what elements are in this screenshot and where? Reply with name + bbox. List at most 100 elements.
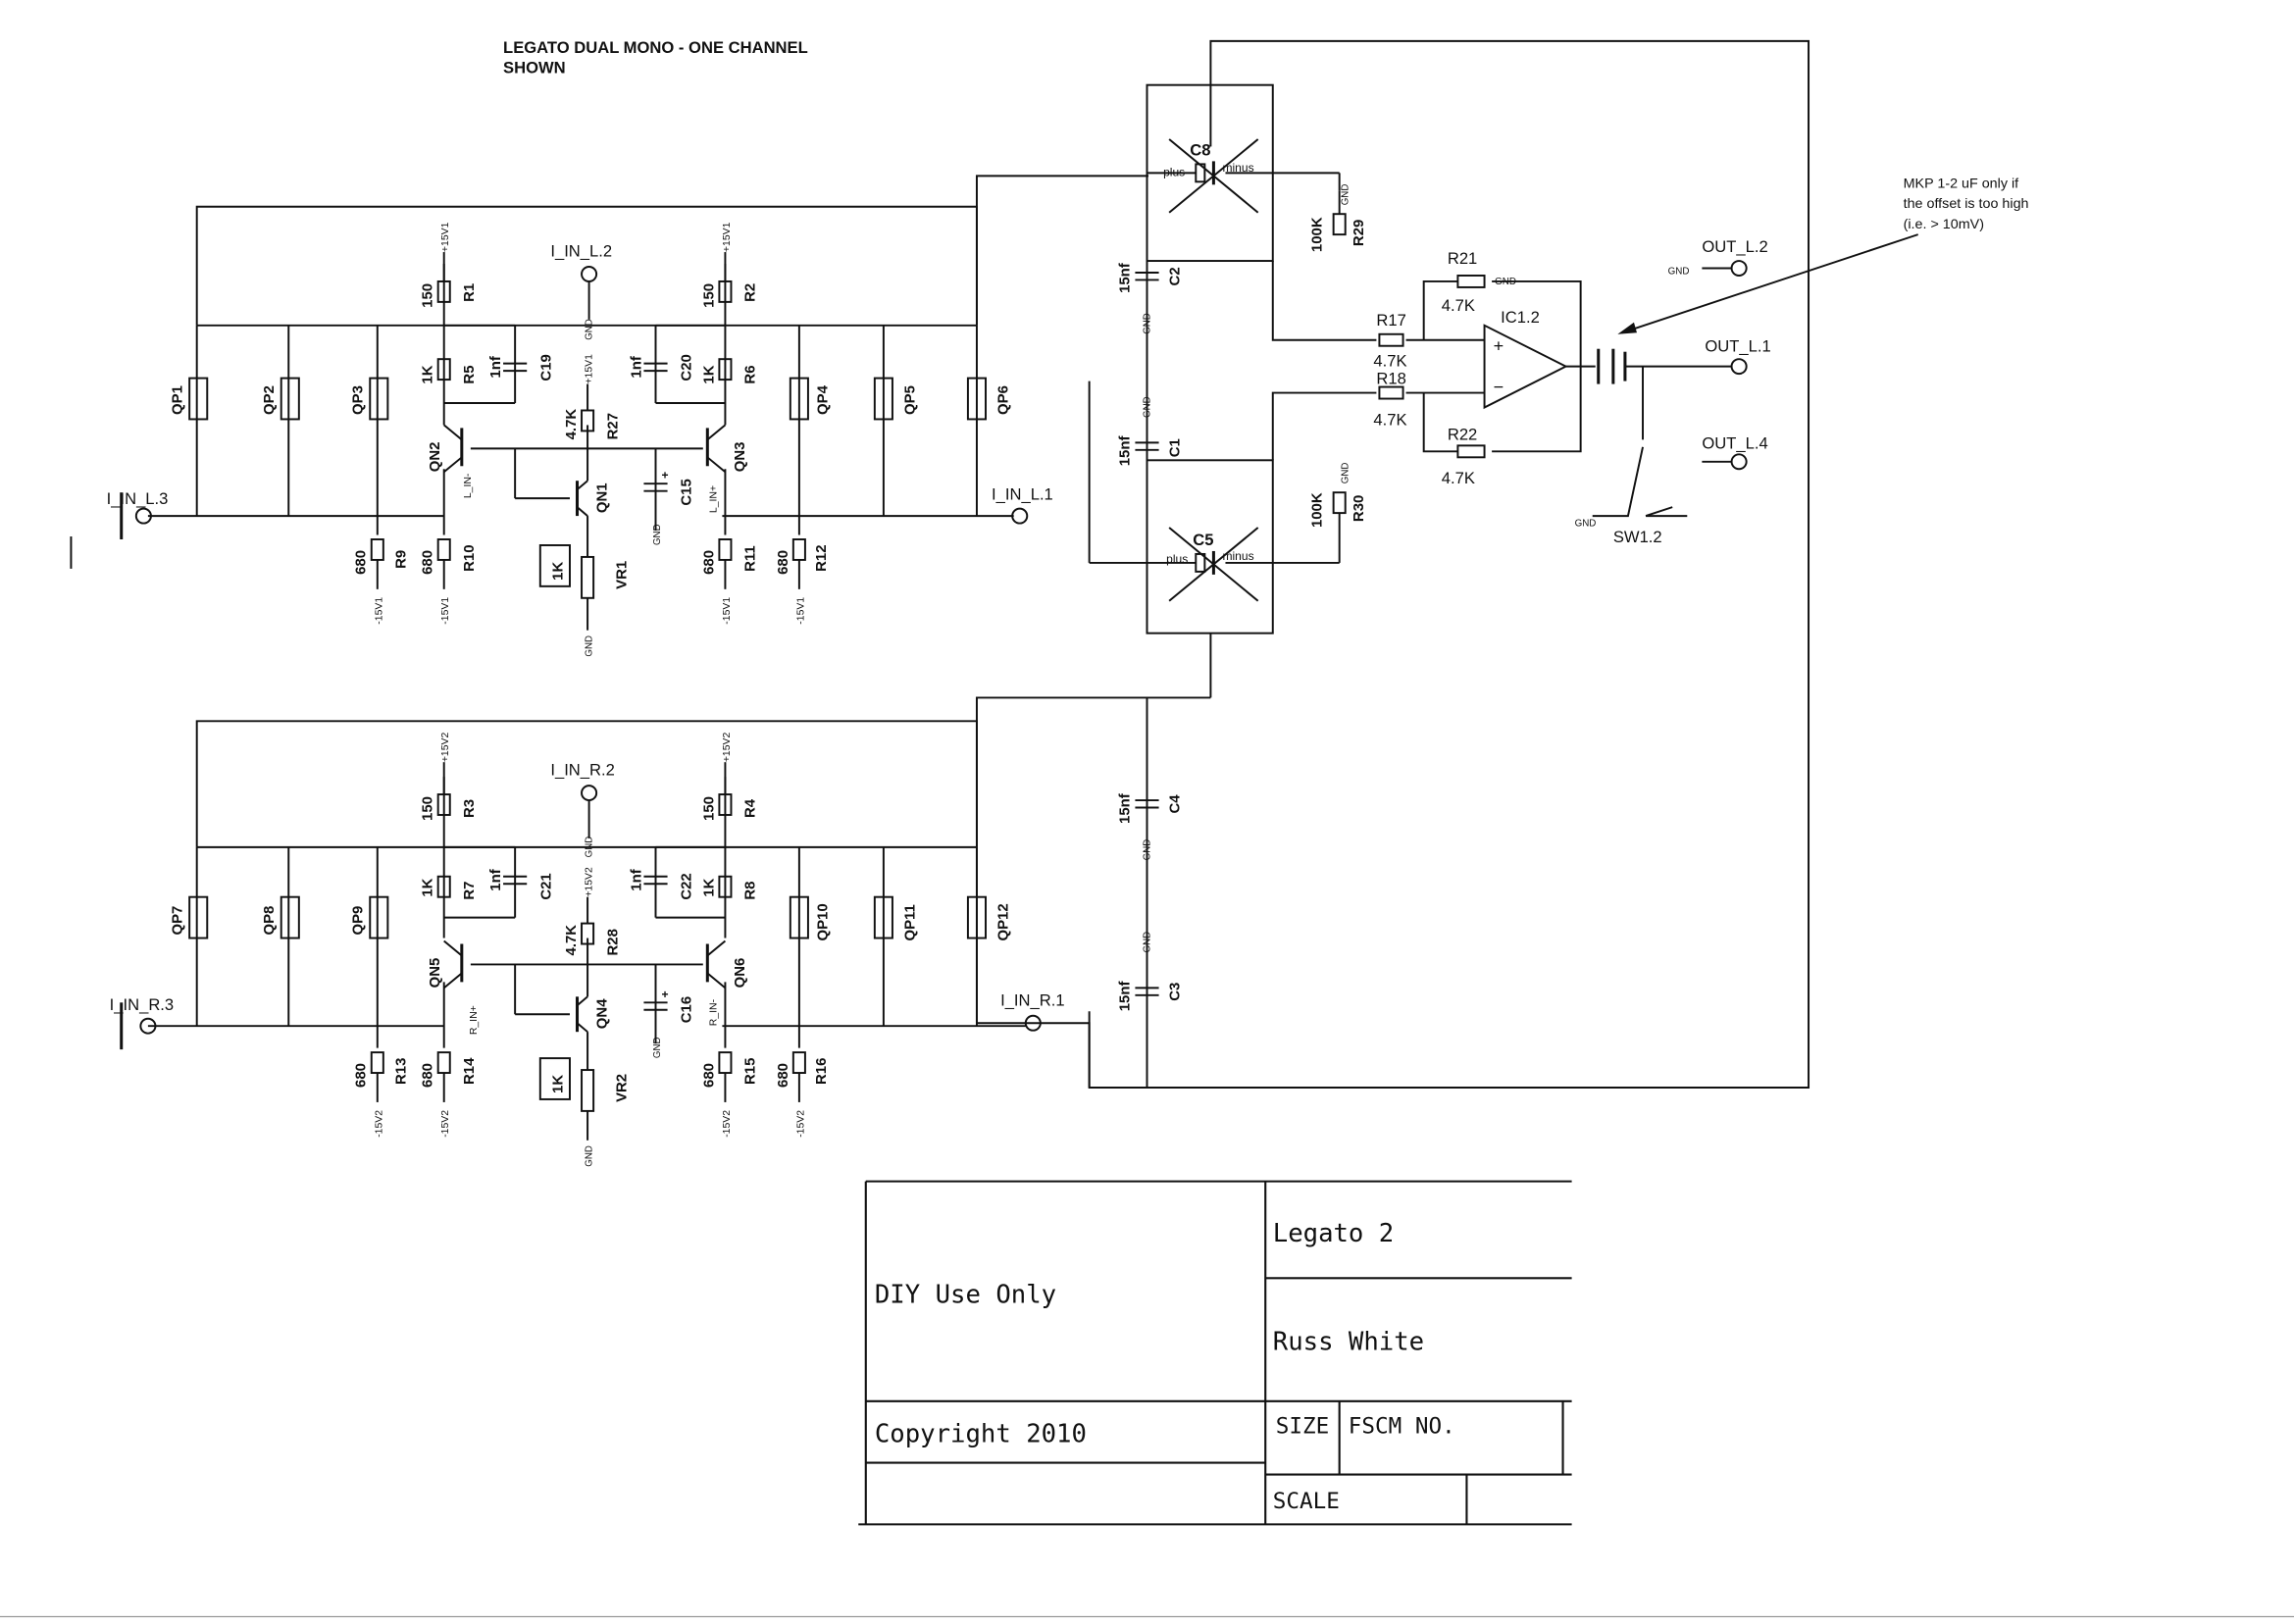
svg-text:C2: C2 <box>1167 267 1184 285</box>
note-arrow <box>1617 233 1919 334</box>
upper-mosfets: QP1 QP2 QP3 QP4 QP5 QP6 <box>170 377 1012 421</box>
upper-rail-labels: +15V1 +15V1 +15V1 -15V1 -15V1 -15V1 -15V… <box>373 222 806 624</box>
svg-text:QP10: QP10 <box>814 903 831 940</box>
size-label: SIZE <box>1276 1414 1329 1440</box>
r6-ref: R6 <box>742 365 759 383</box>
r6-value: 1K <box>700 365 717 383</box>
svg-text:QP9: QP9 <box>350 906 367 936</box>
vr1-potentiometer: 1K VR1 <box>538 544 630 631</box>
svg-text:15nf: 15nf <box>1116 792 1133 824</box>
svg-text:+: + <box>662 469 669 482</box>
svg-text:C19: C19 <box>537 354 554 381</box>
qp5: QP5 <box>873 377 919 421</box>
svg-text:QP6: QP6 <box>995 385 1012 415</box>
c8-capacitor: C8 plus minus <box>1163 138 1259 214</box>
svg-text:L_IN-: L_IN- <box>462 473 474 498</box>
svg-text:C21: C21 <box>537 873 554 899</box>
output-wiring <box>975 39 1810 1089</box>
svg-text:I_IN_R.1: I_IN_R.1 <box>1000 990 1065 1009</box>
upper-channel-wiring <box>147 175 1149 557</box>
r5-value: 1K <box>420 365 436 383</box>
svg-text:C1: C1 <box>1167 438 1184 457</box>
svg-text:L_IN+: L_IN+ <box>707 485 719 513</box>
svg-text:QP3: QP3 <box>350 385 367 415</box>
svg-text:R30: R30 <box>1351 495 1367 522</box>
svg-text:15nf: 15nf <box>1116 435 1133 467</box>
svg-text:minus: minus <box>1222 549 1253 563</box>
svg-text:VR2: VR2 <box>613 1074 630 1102</box>
svg-text:IC1.2: IC1.2 <box>1501 308 1540 327</box>
svg-text:-15V2: -15V2 <box>439 1110 451 1138</box>
svg-text:minus: minus <box>1222 161 1253 175</box>
svg-text:-15V1: -15V1 <box>794 597 806 625</box>
svg-text:C15: C15 <box>679 479 695 505</box>
lower-channel-wiring <box>147 720 1026 1071</box>
svg-text:680: 680 <box>775 1063 791 1088</box>
svg-text:GND: GND <box>652 524 663 545</box>
svg-text:I_IN_R.3: I_IN_R.3 <box>110 995 175 1014</box>
svg-text:R7: R7 <box>461 882 478 900</box>
svg-text:R3: R3 <box>461 799 478 818</box>
svg-text:R15: R15 <box>742 1058 759 1085</box>
svg-text:1K: 1K <box>549 562 566 581</box>
svg-text:R17: R17 <box>1376 311 1405 330</box>
svg-text:150: 150 <box>700 796 717 821</box>
svg-text:15nf: 15nf <box>1116 262 1133 293</box>
svg-text:the offset is too high: the offset is too high <box>1904 196 2029 212</box>
title-block: DIY Use Only Legato 2 Russ White Copyrig… <box>858 1180 1572 1526</box>
r11-value: 680 <box>700 550 717 575</box>
svg-text:680: 680 <box>353 1063 370 1088</box>
svg-text:R18: R18 <box>1376 370 1405 388</box>
scale-label: SCALE <box>1273 1489 1340 1514</box>
upper-resistors: 150 R1 150 R2 1K R5 1K R6 4.7K R27 680 R… <box>353 252 830 589</box>
project-name: Legato 2 <box>1273 1219 1394 1248</box>
svg-text:15nf: 15nf <box>1116 981 1133 1012</box>
gnd-labels: GND GND GND GND GND GND GND GND GND GND … <box>585 184 1690 1167</box>
svg-text:I_IN_L.2: I_IN_L.2 <box>550 242 612 261</box>
svg-text:-15V2: -15V2 <box>721 1110 733 1138</box>
svg-text:+15V1: +15V1 <box>721 222 733 252</box>
svg-text:GND: GND <box>1575 519 1597 530</box>
svg-text:+: + <box>662 988 669 1001</box>
svg-text:C3: C3 <box>1167 983 1184 1001</box>
svg-text:R_IN+: R_IN+ <box>468 1005 480 1035</box>
svg-text:C22: C22 <box>679 873 695 899</box>
svg-text:GND: GND <box>1341 184 1351 206</box>
lower-connectors: I_IN_R.2 I_IN_R.3 I_IN_R.1 <box>110 761 1065 1050</box>
qp3: QP3 <box>350 377 389 421</box>
svg-text:−: − <box>1494 378 1504 397</box>
upper-connectors: I_IN_L.2 I_IN_L.3 I_IN_L.1 <box>107 242 1053 540</box>
lower-bjts: QN5 QN6 QN4 <box>427 939 748 1033</box>
r11-ref: R11 <box>742 545 759 572</box>
svg-text:GND: GND <box>1142 839 1152 861</box>
svg-text:GND: GND <box>1142 396 1152 418</box>
r10-ref: R10 <box>461 544 478 571</box>
output-connectors: OUT_L.2 OUT_L.1 OUT_L.4 <box>1702 237 1771 471</box>
svg-text:+15V2: +15V2 <box>439 733 451 763</box>
svg-text:150: 150 <box>420 796 436 821</box>
svg-text:VR1: VR1 <box>613 561 630 589</box>
upper-capacitors: + 1nf C19 1nf C20 C15 <box>487 354 695 505</box>
bias-resistors: 100K R29 100K R30 <box>1309 190 1367 540</box>
svg-text:-15V1: -15V1 <box>721 597 733 625</box>
r12-value: 680 <box>775 550 791 575</box>
r10-value: 680 <box>420 550 436 575</box>
svg-text:QP12: QP12 <box>995 903 1012 940</box>
svg-text:plus: plus <box>1163 165 1185 178</box>
svg-text:4.7K: 4.7K <box>563 925 580 956</box>
svg-text:LEGATO DUAL MONO - ONE CHANNEL: LEGATO DUAL MONO - ONE CHANNEL <box>503 38 808 57</box>
svg-text:R14: R14 <box>461 1057 478 1085</box>
svg-text:(i.e. > 10mV): (i.e. > 10mV) <box>1904 217 1984 232</box>
svg-text:4.7K: 4.7K <box>1373 411 1406 430</box>
svg-text:C8: C8 <box>1190 140 1210 159</box>
svg-text:4.7K: 4.7K <box>1442 296 1475 315</box>
svg-text:QN2: QN2 <box>427 442 443 473</box>
svg-text:100K: 100K <box>1309 217 1326 252</box>
r9-value: 680 <box>353 550 370 575</box>
svg-text:GND: GND <box>652 1038 663 1059</box>
svg-text:+15V2: +15V2 <box>721 733 733 763</box>
svg-text:R29: R29 <box>1351 220 1367 246</box>
r12-ref: R12 <box>813 544 830 571</box>
qp1: QP1 <box>170 377 209 421</box>
